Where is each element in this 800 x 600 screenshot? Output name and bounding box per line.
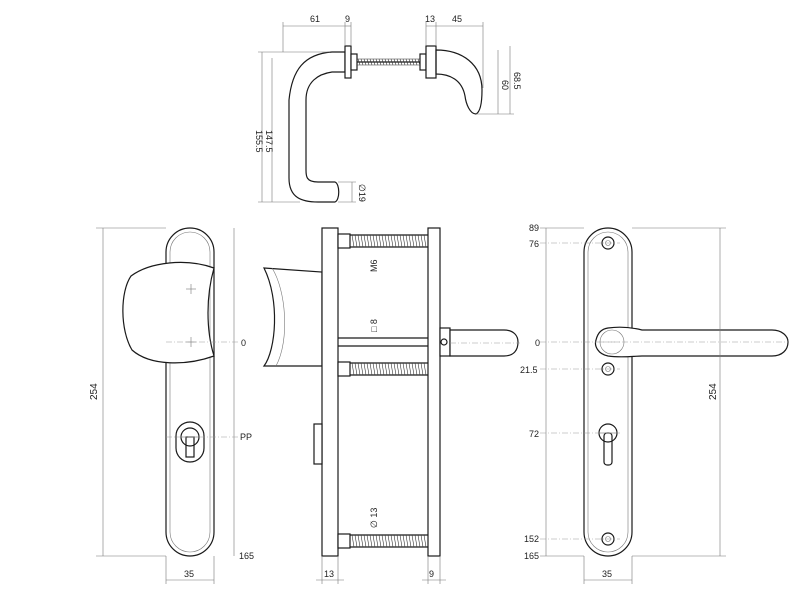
dim-13-side-label: 13 xyxy=(324,569,334,579)
screw-mark-top xyxy=(186,284,196,294)
dim-9-side-label: 9 xyxy=(429,569,434,579)
label-square-8: □ 8 xyxy=(369,319,379,332)
bolt-thread-top xyxy=(351,234,427,248)
dim-147-5-label: 147.5 xyxy=(264,130,274,153)
rose-left xyxy=(344,45,352,79)
label-d13: ∅ 13 xyxy=(369,508,379,528)
dim-155-5-label: 155.5 xyxy=(254,130,264,153)
dim-60-label: 60 xyxy=(500,80,510,90)
handle-profile-right xyxy=(435,49,483,115)
cylinder-notch xyxy=(313,423,323,465)
ref-72-label: 72 xyxy=(529,429,539,439)
knob-side xyxy=(262,267,323,367)
front-view-right: 89 76 0 21.5 72 152 165 254 35 xyxy=(520,223,789,584)
bolt-thread-bottom xyxy=(351,534,427,548)
dim-45-label: 45 xyxy=(452,14,462,24)
ref-165-right-label: 165 xyxy=(524,551,539,561)
dim-68-5-label: 68.5 xyxy=(512,72,522,90)
dim-254-right-label: 254 xyxy=(708,383,719,400)
handle-profile-left xyxy=(288,51,346,203)
dim-35-right-label: 35 xyxy=(602,569,612,579)
top-view: 61 9 13 45 155.5 147.5 60 68.5 ∅19 xyxy=(254,14,522,203)
side-plate-right xyxy=(427,227,441,557)
ref-21-5-label: 21.5 xyxy=(520,365,538,375)
spindle-thread xyxy=(357,58,421,66)
front-view-left: 254 0 PP 165 35 xyxy=(89,227,254,584)
dim-d19-label: ∅19 xyxy=(357,184,367,202)
bolt-thread-middle xyxy=(351,362,427,376)
ref-0-right-label: 0 xyxy=(535,338,540,348)
dim-9-label: 9 xyxy=(345,14,350,24)
dim-13-label: 13 xyxy=(425,14,435,24)
ref-152-label: 152 xyxy=(524,534,539,544)
ref-165-label: 165 xyxy=(239,551,254,561)
dim-61-label: 61 xyxy=(310,14,320,24)
side-plate-left xyxy=(321,227,339,557)
cylinder-hole xyxy=(175,421,205,463)
dim-35-left-label: 35 xyxy=(184,569,194,579)
ref-89-label: 89 xyxy=(529,223,539,233)
rose-right xyxy=(419,53,427,71)
side-view: M6 □ 8 ∅ 13 13 9 xyxy=(262,227,520,584)
knob xyxy=(122,261,215,364)
backplate-lever xyxy=(583,227,633,557)
ref-76-label: 76 xyxy=(529,239,539,249)
dim-254-left-label: 254 xyxy=(89,383,100,400)
label-m6: M6 xyxy=(369,259,379,272)
ref-pp-label: PP xyxy=(240,432,252,442)
ref-0-label: 0 xyxy=(241,338,246,348)
